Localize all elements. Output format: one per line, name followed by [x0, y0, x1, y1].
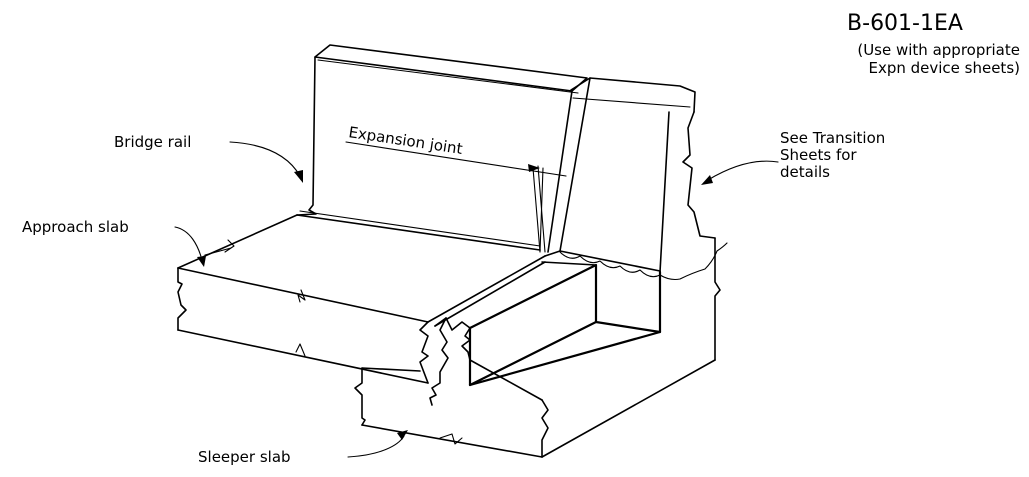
leader-expansion-joint: [345, 141, 567, 177]
label-sleeper-slab: Sleeper slab: [198, 448, 291, 466]
leader-bridge-rail: [229, 141, 303, 183]
sheet-note-line1: (Use with appropriate: [857, 41, 1020, 59]
leader-approach-slab: [174, 226, 206, 267]
label-approach-slab: Approach slab: [22, 218, 129, 236]
bridge-rail-left: [296, 44, 588, 253]
label-transition-line3: details: [780, 163, 830, 181]
sheet-note-line2: Expn device sheets): [868, 59, 1020, 77]
transition-rail-right: [544, 77, 728, 281]
label-bridge-rail: Bridge rail: [114, 133, 191, 151]
leader-sleeper-slab: [347, 430, 408, 458]
sleeper-slab: [354, 237, 721, 458]
sleeper-slab-recess: [468, 261, 662, 387]
sheet-code: B-601-1EA: [847, 11, 963, 36]
leader-transition: [701, 160, 779, 185]
label-expansion-joint: Expansion joint: [347, 123, 463, 158]
approach-slab: [177, 214, 546, 384]
expansion-joint-lines: [532, 165, 546, 253]
label-transition-line2: Sheets for: [780, 146, 857, 164]
label-transition-line1: See Transition: [780, 129, 885, 147]
